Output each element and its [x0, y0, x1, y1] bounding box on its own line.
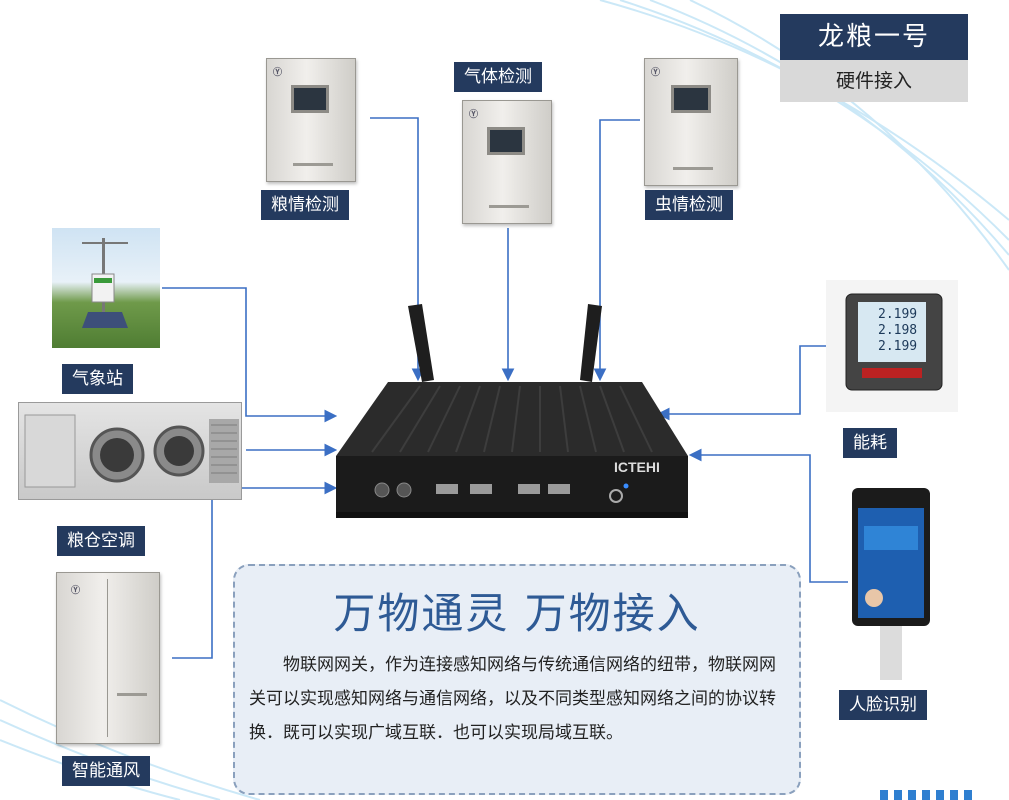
title-sub: 硬件接入: [780, 60, 968, 102]
connector-face: [688, 448, 848, 583]
connector-weather: [162, 287, 338, 423]
cabinet-logo-icon: Ⓨ: [469, 110, 479, 120]
energy-meter-image: 2.199 2.198 2.199: [826, 280, 958, 412]
cabinet-logo-icon: Ⓨ: [71, 586, 81, 596]
gateway-brand: ICTEHI: [614, 459, 660, 475]
iot-gateway-image: ICTEHI: [336, 304, 688, 518]
smart-ventilation-cabinet-image: Ⓨ: [56, 572, 160, 744]
aircon-unit-icon: [24, 414, 239, 488]
cabinet-logo-icon: Ⓨ: [273, 68, 283, 78]
energy-meter-icon: 2.199 2.198 2.199: [845, 293, 943, 391]
grain-detection-cabinet-image: Ⓨ: [266, 58, 356, 182]
connector-grain: [370, 117, 425, 382]
label-energy: 能耗: [843, 428, 897, 458]
panel-body: 物联网网关，作为连接感知网络与传统通信网络的纽带，物联网网关可以实现感知网络与通…: [249, 655, 776, 743]
title-box: 龙粮一号 硬件接入: [780, 14, 968, 102]
label-insect-detection: 虫情检测: [645, 190, 733, 220]
label-grain-detection: 粮情检测: [261, 190, 349, 220]
connector-ventilation: [172, 481, 338, 659]
label-weather-station: 气象站: [62, 364, 133, 394]
label-gas-detection: 气体检测: [454, 62, 542, 92]
svg-text:2.199: 2.199: [878, 307, 917, 322]
cabinet-logo-icon: Ⓨ: [651, 68, 661, 78]
weather-station-icon: [82, 238, 128, 328]
label-face-recognition: 人脸识别: [839, 690, 927, 720]
label-smart-ventilation: 智能通风: [62, 756, 150, 786]
face-recognition-terminal-image: [850, 486, 932, 682]
label-grain-aircon: 粮仓空调: [57, 526, 145, 556]
gas-detection-cabinet-image: Ⓨ: [462, 100, 552, 224]
face-terminal-icon: [852, 488, 930, 680]
title-main: 龙粮一号: [780, 14, 968, 60]
svg-text:2.198: 2.198: [878, 323, 917, 338]
insect-detection-cabinet-image: Ⓨ: [644, 58, 738, 186]
panel-headline: 万物通灵 万物接入: [333, 589, 701, 638]
grain-aircon-image: [18, 402, 242, 500]
weather-station-image: [52, 228, 160, 348]
connector-insect: [593, 119, 640, 382]
svg-text:2.199: 2.199: [878, 339, 917, 354]
connector-energy: [656, 345, 826, 421]
description-panel: 万物通灵 万物接入 物联网网关，作为连接感知网络与传统通信网络的纽带，物联网网关…: [233, 564, 801, 795]
